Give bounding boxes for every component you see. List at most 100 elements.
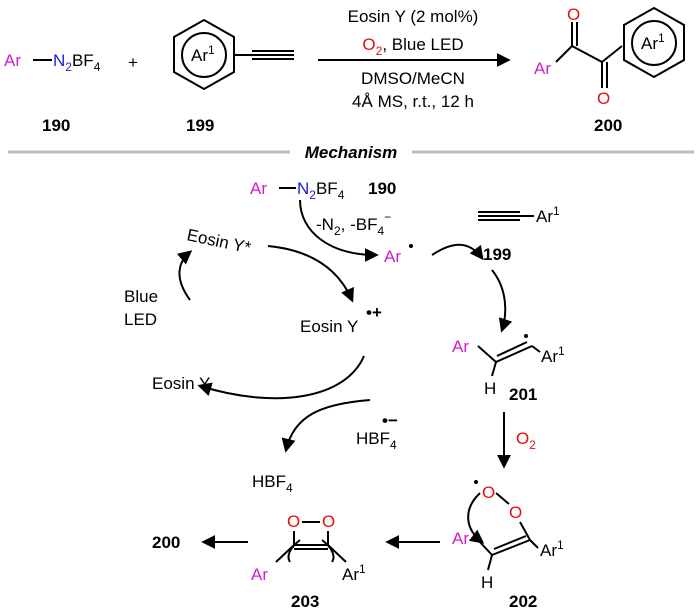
hbf4-sub: 4 bbox=[286, 481, 293, 495]
condition-solvent: DMSO/MeCN bbox=[361, 69, 465, 88]
hbf4-radical-anion: HBF4 •− bbox=[356, 411, 398, 452]
dioxetane-ar1-sup: 1 bbox=[359, 562, 366, 576]
start-ar: Ar bbox=[250, 179, 267, 198]
dioxetane-o1: O bbox=[287, 512, 300, 531]
alkyne-199: Ar1 199 bbox=[478, 204, 560, 264]
svg-text:Ar: Ar bbox=[4, 51, 21, 70]
alkyne-ar1: Ar bbox=[536, 207, 553, 226]
reagent-bf-sub: 4 bbox=[94, 60, 101, 74]
condition-o2-sub: 2 bbox=[376, 44, 383, 58]
o2-sub: 2 bbox=[529, 438, 536, 452]
plus-sign: + bbox=[128, 53, 138, 72]
svg-text:Ar1: Ar1 bbox=[191, 43, 215, 65]
hbf4-radical-sub: 4 bbox=[390, 438, 397, 452]
svg-text:HBF4: HBF4 bbox=[252, 472, 293, 495]
peroxy-label: 202 bbox=[509, 592, 537, 611]
svg-text:Ar1: Ar1 bbox=[342, 562, 366, 584]
svg-text:Eosin Y*: Eosin Y* bbox=[185, 225, 253, 257]
reagent-ar: Ar bbox=[4, 51, 21, 70]
reaction-conditions: Eosin Y (2 mol%) O2, Blue LED DMSO/MeCN … bbox=[318, 7, 511, 111]
peroxy-radical-202: O O Ar H Ar1 202 bbox=[452, 480, 564, 611]
dioxetane-label: 203 bbox=[291, 592, 319, 611]
alkyne-ar1-sup: 1 bbox=[553, 204, 560, 218]
label-199: 199 bbox=[186, 116, 214, 135]
vinyl-ar1-sup: 1 bbox=[558, 344, 565, 358]
product-ar: Ar bbox=[534, 59, 551, 78]
eosin-radical-cation: Eosin Y •+ bbox=[300, 303, 382, 336]
start-n-sub: 2 bbox=[309, 188, 316, 202]
svg-text:HBF4: HBF4 bbox=[356, 429, 397, 452]
reagent-n: N bbox=[53, 51, 65, 70]
condition-catalyst: Eosin Y (2 mol%) bbox=[348, 7, 479, 26]
svg-text:Ar1: Ar1 bbox=[540, 538, 564, 560]
reagent-199: Ar1 199 bbox=[173, 18, 294, 135]
hbf4-radical-text: HBF bbox=[356, 429, 390, 448]
dioxetane-o2: O bbox=[322, 512, 335, 531]
svg-text:O2, Blue LED: O2, Blue LED bbox=[362, 35, 463, 58]
final-label: 200 bbox=[152, 533, 180, 552]
ar-radical: Ar bbox=[384, 244, 413, 266]
vinyl-radical-201: Ar H Ar1 201 bbox=[452, 334, 565, 404]
start-n: N bbox=[297, 179, 309, 198]
dioxetane-ar1: Ar bbox=[342, 565, 359, 584]
peroxy-ar: Ar bbox=[452, 529, 469, 548]
label-200: 200 bbox=[594, 116, 622, 135]
svg-text:Ar1: Ar1 bbox=[641, 31, 665, 53]
alkyne-ring-label: Ar bbox=[191, 46, 208, 65]
start-190: Ar N2BF4 190 bbox=[250, 179, 396, 202]
start-bf-sub: 4 bbox=[338, 188, 345, 202]
alkyne-ring-sup: 1 bbox=[208, 43, 215, 57]
svg-text:O2: O2 bbox=[516, 429, 536, 452]
dioxetane-203: O O Ar Ar1 203 bbox=[251, 512, 366, 611]
dioxetane-ar: Ar bbox=[251, 565, 268, 584]
reagent-bf: BF bbox=[72, 51, 94, 70]
o2-text: O bbox=[516, 429, 529, 448]
condition-light: , Blue LED bbox=[382, 35, 463, 54]
alkyne-label: 199 bbox=[483, 245, 511, 264]
eosin-ground: Eosin Y bbox=[152, 374, 210, 393]
svg-text:Ar1: Ar1 bbox=[536, 204, 560, 226]
start-bf: BF bbox=[316, 179, 338, 198]
loss-sub: 2 bbox=[334, 224, 341, 238]
condition-o2: O bbox=[362, 35, 375, 54]
eosin-radical-cation-text: Eosin Y bbox=[300, 317, 358, 336]
vinyl-ar: Ar bbox=[452, 337, 469, 356]
eosin-excited: Eosin Y* bbox=[185, 225, 253, 257]
svg-text:N2BF4: N2BF4 bbox=[53, 51, 101, 74]
led-text: LED bbox=[124, 310, 157, 329]
svg-text:-N2, -BF4−: -N2, -BF4− bbox=[316, 210, 391, 238]
start-label: 190 bbox=[368, 179, 396, 198]
peroxy-ar1: Ar bbox=[540, 541, 557, 560]
vinyl-ar1: Ar bbox=[541, 347, 558, 366]
peroxy-ar1-sup: 1 bbox=[557, 538, 564, 552]
reagent-190: Ar N2BF4 190 bbox=[4, 51, 101, 135]
product-o-bottom: O bbox=[597, 89, 610, 108]
vinyl-label: 201 bbox=[509, 385, 537, 404]
loss-text2: , -BF bbox=[341, 215, 378, 234]
loss-text: -N bbox=[316, 215, 334, 234]
mechanism-divider: Mechanism bbox=[8, 143, 694, 162]
product-200: Ar O O Ar1 200 bbox=[534, 5, 685, 135]
svg-text:Ar: Ar bbox=[250, 179, 267, 198]
ar-radical-text: Ar bbox=[384, 247, 401, 266]
loss-n2-bf4: -N2, -BF4− bbox=[316, 210, 391, 238]
condition-additive: 4Å MS, r.t., 12 h bbox=[352, 92, 474, 111]
hbf4-text: HBF bbox=[252, 472, 286, 491]
peroxy-o1: O bbox=[482, 483, 495, 502]
svg-text:Ar: Ar bbox=[534, 59, 551, 78]
product-ring-label: Ar bbox=[641, 34, 658, 53]
reagent-n-sub: 2 bbox=[65, 60, 72, 74]
label-190: 190 bbox=[42, 116, 70, 135]
peroxy-h: H bbox=[481, 573, 493, 592]
loss-sup: − bbox=[384, 210, 391, 224]
peroxy-o2: O bbox=[509, 503, 522, 522]
product-o-top: O bbox=[567, 5, 580, 24]
hbf4-radical-sup: •− bbox=[382, 411, 398, 430]
svg-text:Ar1: Ar1 bbox=[541, 344, 565, 366]
radical-cation-sup: •+ bbox=[366, 303, 382, 322]
section-title: Mechanism bbox=[305, 143, 398, 162]
svg-text:N2BF4: N2BF4 bbox=[297, 179, 345, 202]
loss-sub2: 4 bbox=[377, 224, 384, 238]
vinyl-h: H bbox=[484, 379, 496, 398]
